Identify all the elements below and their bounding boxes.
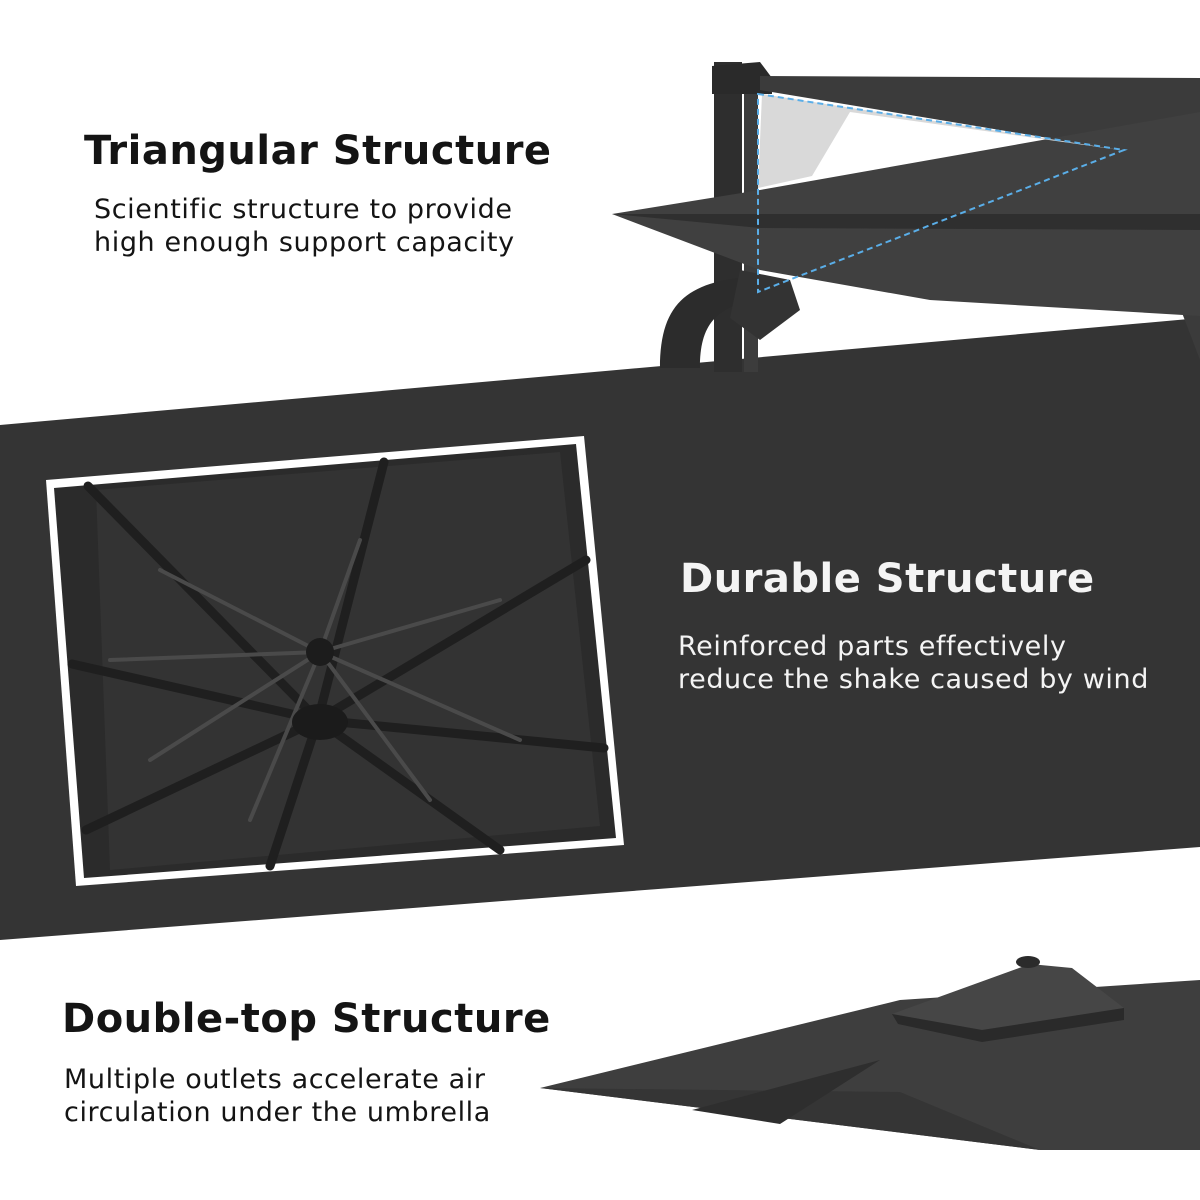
triangular-desc-line-1: Scientific structure to provide — [94, 194, 513, 225]
durable-desc-line-1: Reinforced parts effectively — [678, 631, 1067, 662]
double-top-desc-line-1: Multiple outlets accelerate air — [64, 1064, 486, 1095]
triangular-structure-description: Scientific structure to provide high eno… — [94, 193, 515, 259]
canopy-edge — [612, 214, 1200, 230]
umbrella-struts — [108, 538, 522, 822]
top-vent-canopy — [892, 964, 1124, 1030]
canopy-light-panel — [758, 94, 1120, 188]
triangle-dashed-outline — [757, 92, 1128, 294]
top-finial — [1016, 956, 1040, 968]
double-top-desc-line-2: circulation under the umbrella — [64, 1097, 491, 1128]
pole-cap — [712, 62, 772, 94]
vent-gap — [892, 1008, 1124, 1042]
durable-structure-title: Durable Structure — [680, 556, 1095, 602]
upper-canopy — [760, 76, 1200, 360]
double-top-structure-description: Multiple outlets accelerate air circulat… — [64, 1063, 491, 1129]
canopy-panel-line — [692, 1060, 880, 1124]
arm-joint — [730, 270, 800, 340]
upper-hub — [306, 638, 334, 666]
umbrella-ribs — [67, 457, 609, 871]
durable-desc-line-2: reduce the shake caused by wind — [678, 664, 1149, 695]
canopy-fold — [540, 1088, 1040, 1150]
triangular-desc-line-2: high enough support capacity — [94, 227, 515, 258]
durable-structure-description: Reinforced parts effectively reduce the … — [678, 630, 1149, 696]
center-hub — [292, 704, 348, 740]
triangular-structure-title: Triangular Structure — [84, 128, 552, 174]
double-top-structure-title: Double-top Structure — [62, 996, 551, 1042]
